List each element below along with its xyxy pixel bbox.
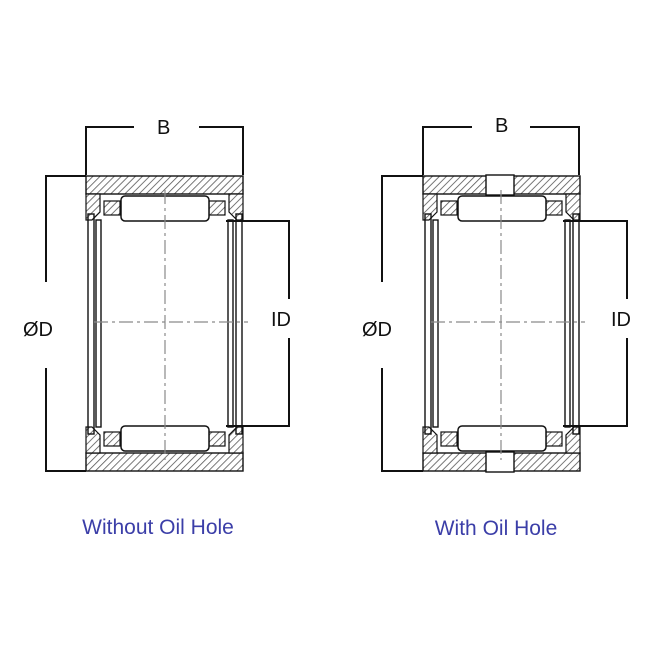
dimension-lines bbox=[381, 126, 628, 472]
outer-ring-bottom bbox=[85, 452, 244, 472]
bearing-with-oil-hole bbox=[381, 126, 628, 473]
caption-with-oil-hole: With Oil Hole bbox=[434, 517, 558, 540]
bearing-without-oil-hole bbox=[45, 126, 290, 472]
oil-hole-bottom bbox=[485, 451, 515, 473]
outer-ring-bottom bbox=[422, 451, 581, 473]
side-shields bbox=[87, 213, 243, 435]
inner-diameter-label: ID bbox=[611, 309, 631, 331]
outer-diameter-label: ØD bbox=[23, 319, 53, 341]
oil-hole-top bbox=[485, 174, 515, 196]
width-label-b: B bbox=[495, 115, 509, 137]
needle-rollers bbox=[457, 195, 547, 452]
dimension-lines bbox=[45, 126, 290, 472]
side-shields bbox=[424, 213, 580, 435]
centerlines bbox=[94, 190, 248, 460]
caption-without-oil-hole: Without Oil Hole bbox=[82, 516, 234, 539]
inner-diameter-label: ID bbox=[271, 309, 291, 331]
centerlines bbox=[431, 190, 585, 460]
outer-diameter-label: ØD bbox=[362, 319, 392, 341]
width-label-b: B bbox=[157, 117, 171, 139]
